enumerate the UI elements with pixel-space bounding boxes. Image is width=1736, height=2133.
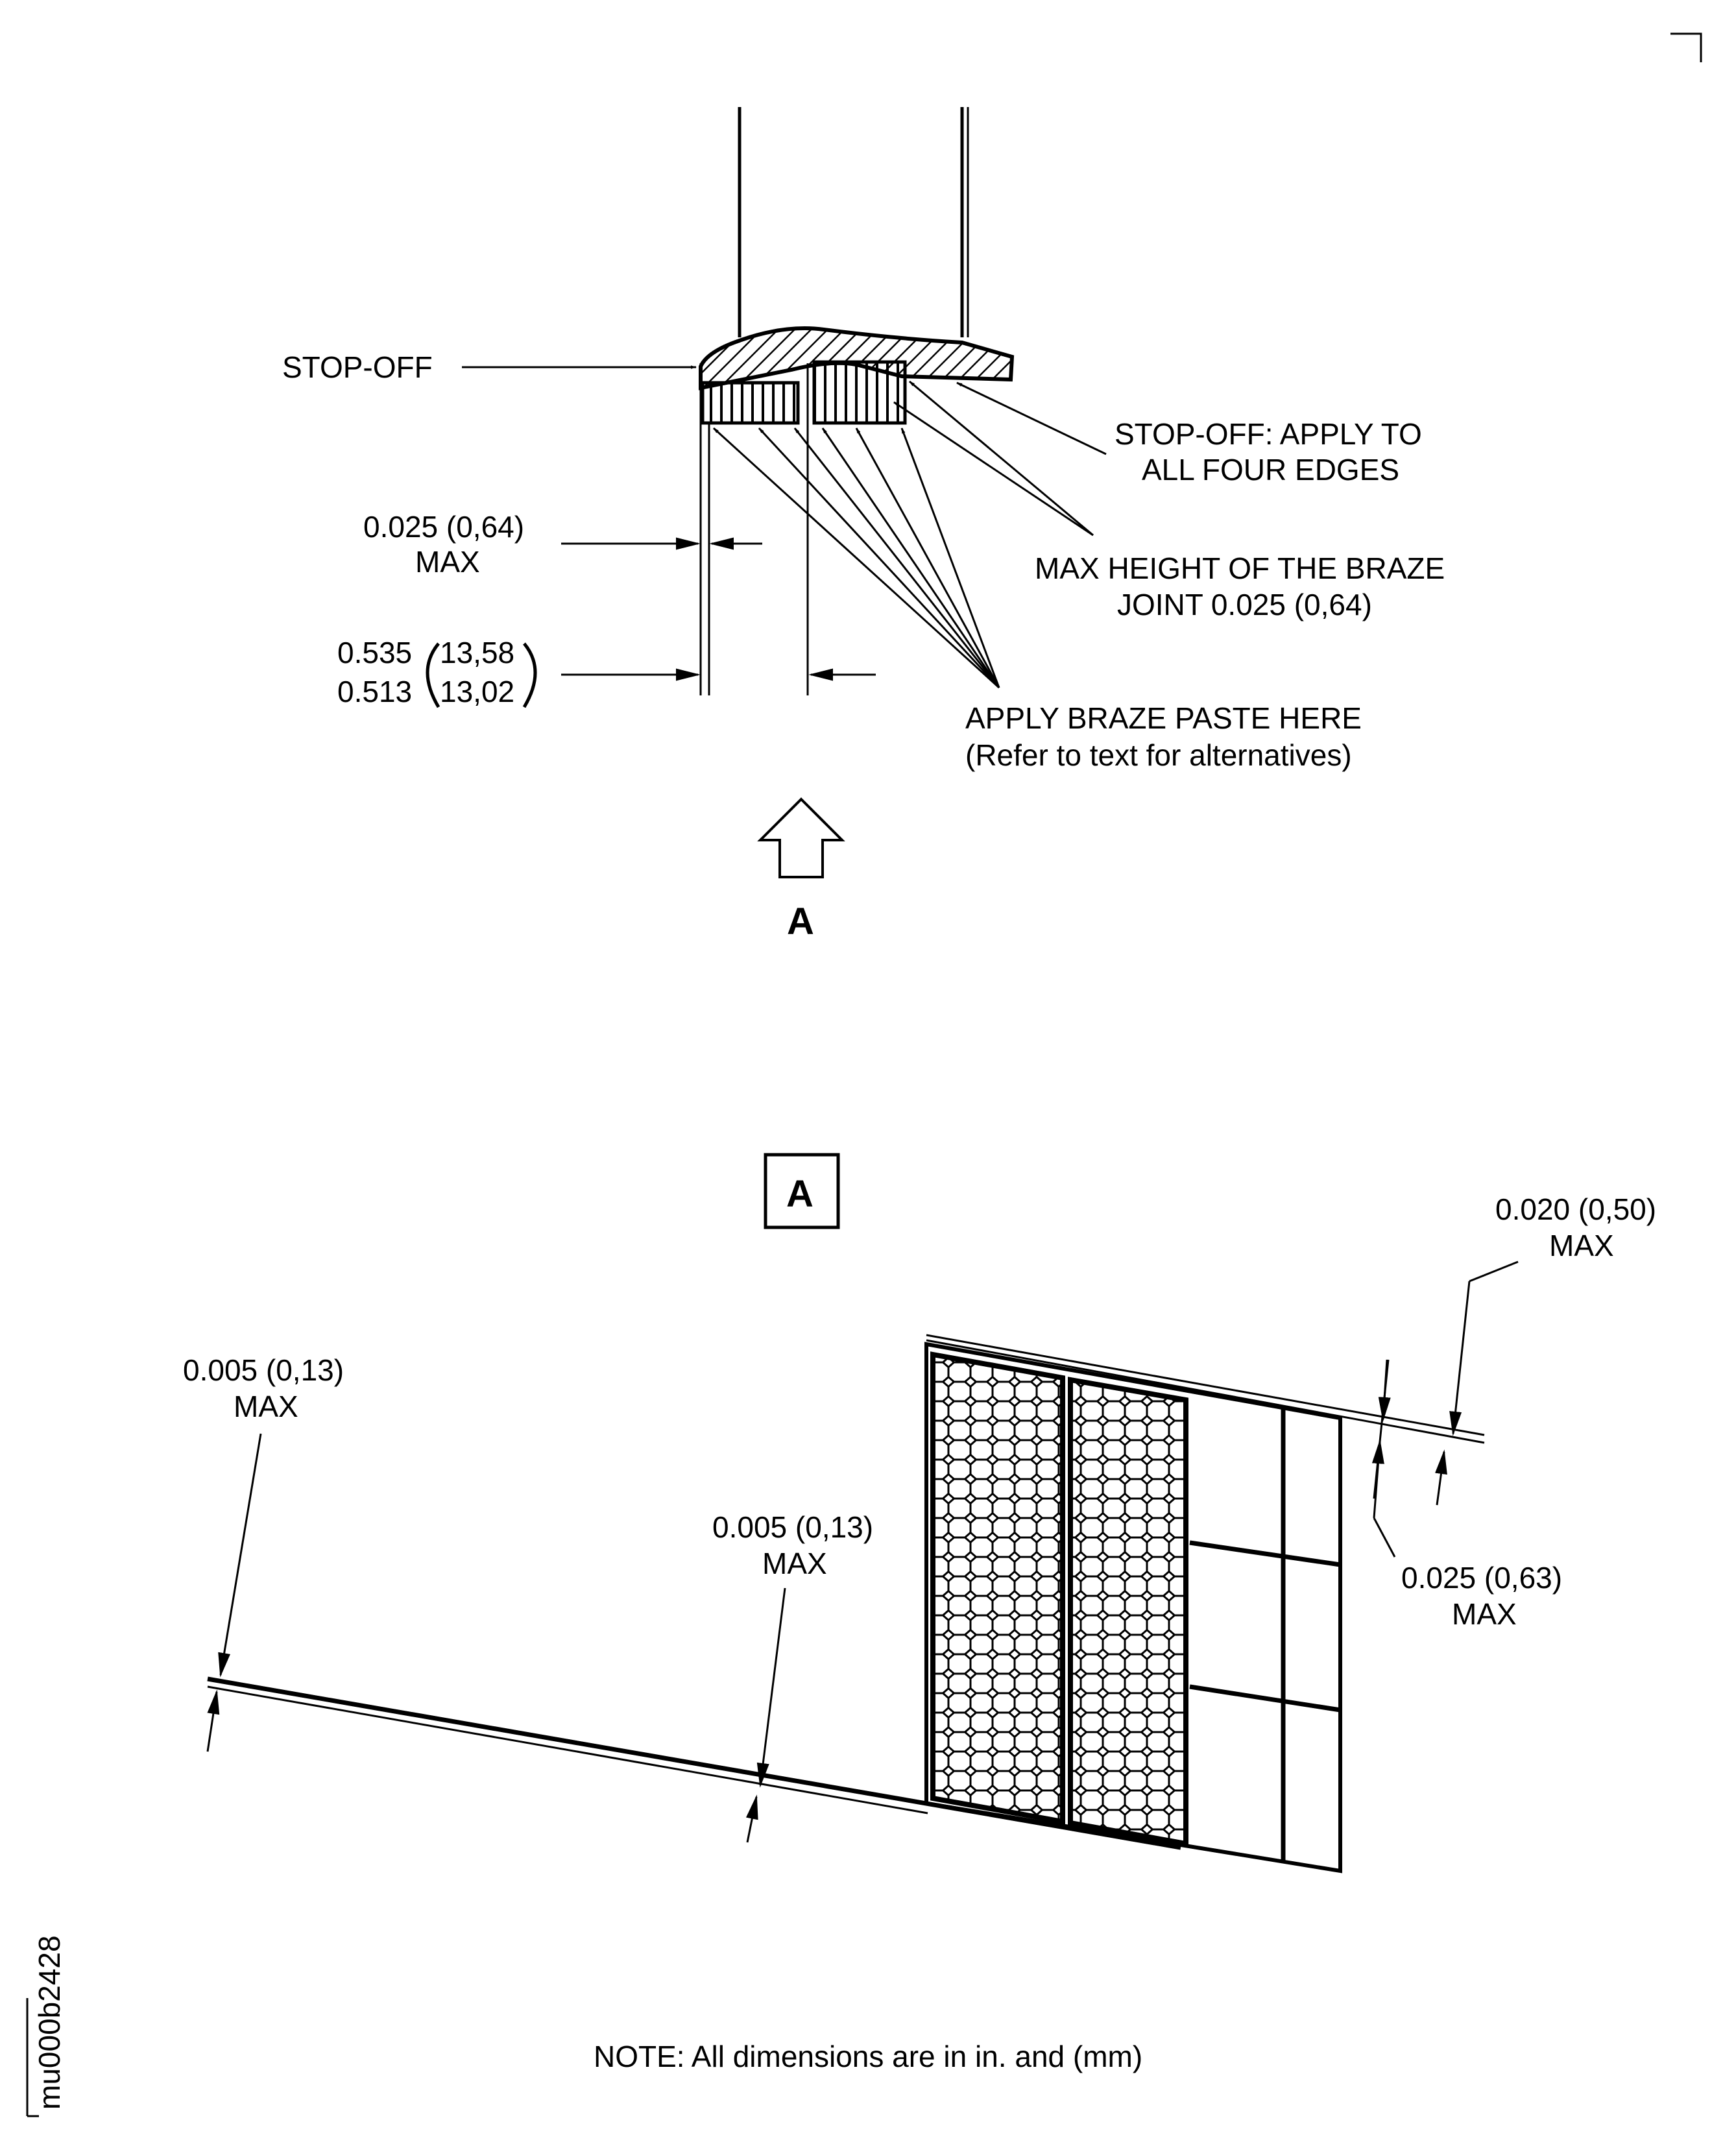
stop-off-label: STOP-OFF [282,350,433,384]
view-a: A 0.005 (0,13) MAX 0.005 (0,13) MAX 0.02… [183,1153,1656,1874]
dim-left-arrow-up [206,1689,220,1752]
skin-line-inner [207,1685,928,1814]
width-dim-left-paren [426,642,440,708]
dim-left-arrow-down [218,1433,262,1678]
width-dim-lower-in: 0.513 [337,675,412,708]
dim-left-max: MAX [234,1390,298,1423]
panel-top-skin [926,1334,1485,1436]
dim-top-right-leader [1469,1260,1519,1283]
braze-paste-leader-5 [855,428,1000,688]
braze-paste-block-left [701,381,800,425]
dim-top-right-arrow-down [1449,1281,1471,1436]
view-arrow-a [757,797,845,878]
honeycomb-panel-left [930,1351,1065,1825]
max-height-leader-1 [909,380,1094,536]
dim-middle-max: MAX [762,1547,827,1580]
dim-right-value: 0.025 (0,63) [1401,1561,1562,1595]
braze-paste-leader-6 [900,428,1000,688]
max-height-leader-2 [893,401,1094,536]
braze-paste-leader-3 [793,428,1000,688]
dim-right-arrow-down [1378,1359,1391,1422]
dim-top-right-value: 0.020 (0,50) [1495,1192,1656,1226]
honeycomb-section-detail: STOP-OFF STOP-OFF: APPLY TO ALL FOUR EDG… [282,107,1445,943]
cell-divider-h2 [1189,1684,1341,1713]
panel-outer-frame [924,1342,1342,1874]
braze-paste-label-1: APPLY BRAZE PASTE HERE [965,701,1362,735]
dim-top-right-max: MAX [1549,1229,1614,1262]
braze-paste-leader-2 [758,427,1000,689]
braze-paste-label-2: (Refer to text for alternatives) [965,738,1352,772]
width-dim-right-paren [522,642,537,708]
width-dim-upper-mm: 13,58 [440,636,514,669]
gap-dimension-value: 0.025 (0,64) [363,510,524,544]
view-arrow-letter: A [787,900,814,943]
dim-left-value: 0.005 (0,13) [183,1353,344,1387]
cell-divider-h1 [1189,1540,1341,1567]
braze-paste-block-right [812,360,907,425]
braze-paste-leader-1 [712,427,1000,689]
width-dim-upper-in: 0.535 [337,636,412,669]
panel-top-skin-2 [926,1339,1485,1444]
dim-middle-value: 0.005 (0,13) [712,1510,873,1544]
stop-off-edges-leader [956,381,1107,455]
gap-dimension-max: MAX [415,545,480,579]
max-height-label-1: MAX HEIGHT OF THE BRAZE [1035,551,1445,585]
stop-off-edges-label-2: ALL FOUR EDGES [1142,453,1399,487]
dim-middle-arrow-down [756,1587,786,1788]
dim-right-arrow-up [1371,1439,1384,1519]
dim-top-right-arrow-up [1435,1449,1447,1506]
width-dim-lower-mm: 13,02 [440,675,514,708]
figure-id: mu000b2428 [32,1935,66,2110]
view-a-title-box [764,1153,840,1229]
corner-mark [1670,32,1702,62]
dim-middle-arrow-up [745,1794,758,1843]
stop-off-edges-label-1: STOP-OFF: APPLY TO [1115,417,1422,451]
max-height-label-2: JOINT 0.025 (0,64) [1117,588,1372,621]
dim-right-max: MAX [1452,1597,1517,1631]
dim-right-leader [1373,1517,1396,1558]
honeycomb-panel-right [1068,1377,1188,1847]
view-a-title: A [786,1173,814,1215]
dimensions-note: NOTE: All dimensions are in in. and (mm) [594,2040,1142,2073]
braze-paste-leader-4 [821,428,1000,688]
